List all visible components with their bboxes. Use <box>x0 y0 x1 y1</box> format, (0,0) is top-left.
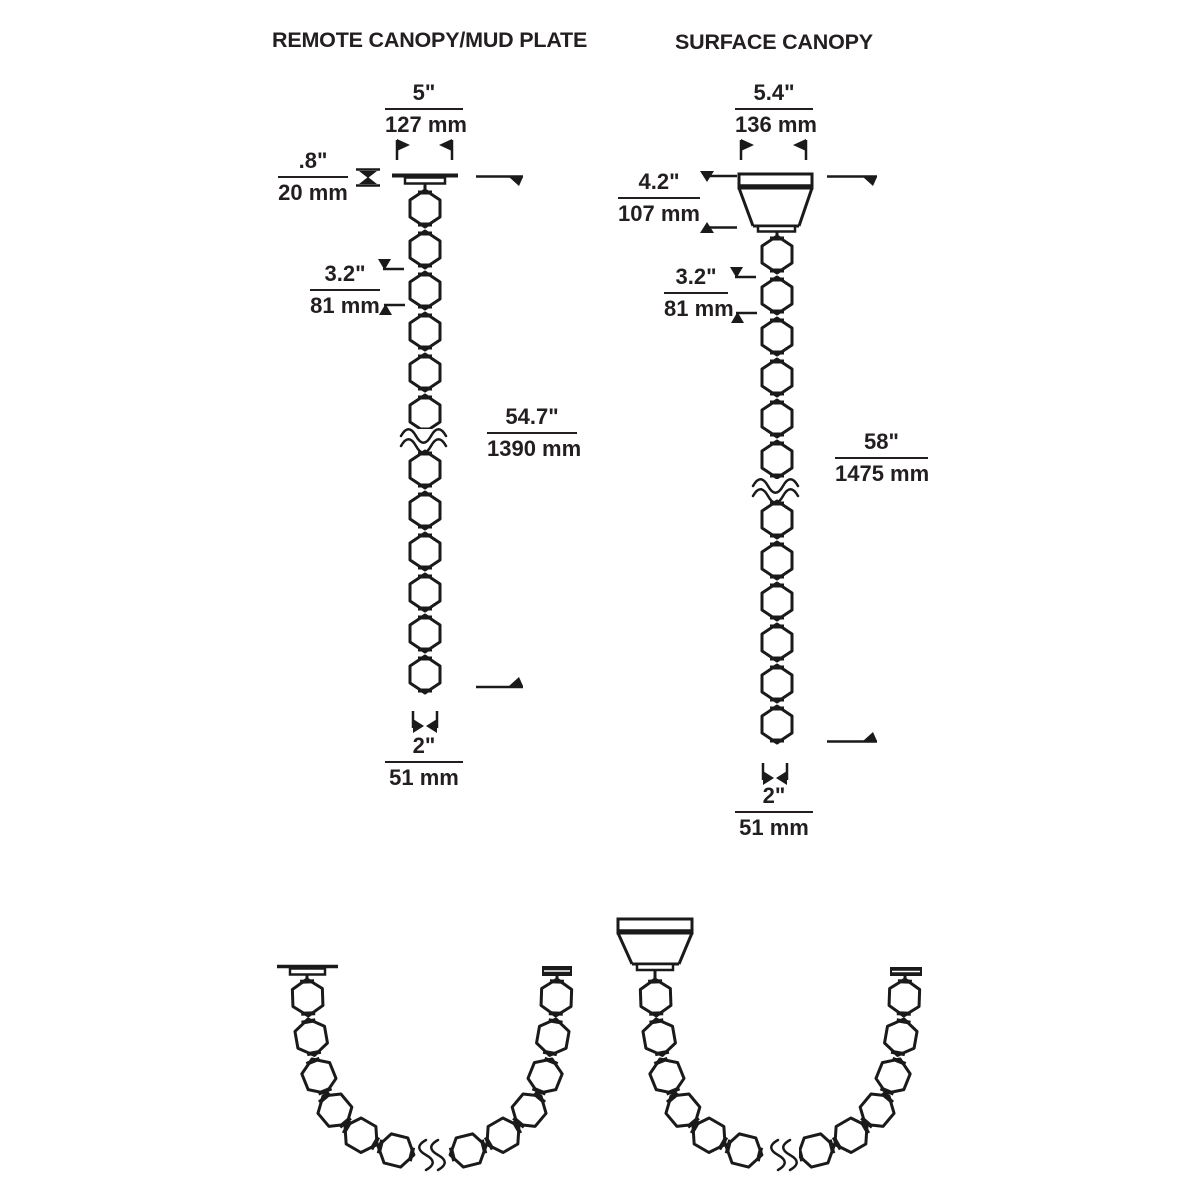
dim-metric: 1390 mm <box>487 436 582 461</box>
chain-link <box>526 1056 564 1096</box>
chain-link <box>483 1116 523 1154</box>
dim-remote-overall: 54.7" 1390 mm <box>487 406 582 461</box>
dimension-markers-right <box>700 139 877 785</box>
chain-link <box>760 581 794 622</box>
dim-surface-link: 3.2" 81 mm <box>664 266 734 321</box>
chain-link <box>408 393 442 434</box>
mud-plate-canopy <box>392 173 458 191</box>
chain-link <box>535 1017 571 1057</box>
title-surface-canopy: SURFACE CANOPY <box>675 30 873 54</box>
dim-metric: 81 mm <box>310 293 380 318</box>
chain-link <box>448 1132 488 1169</box>
dim-inches: 4.2" <box>618 171 700 199</box>
chain-link <box>293 1017 329 1057</box>
chain-links-layer <box>290 188 922 1169</box>
dim-metric: 136 mm <box>735 112 817 137</box>
chain-link <box>689 1116 729 1154</box>
chain-link <box>760 316 794 357</box>
surface-canopy <box>737 172 814 238</box>
chain-link <box>638 977 673 1018</box>
chain-link <box>760 704 794 745</box>
chain-link <box>376 1132 416 1169</box>
dim-inches: 2" <box>385 735 463 763</box>
chain-link <box>408 572 442 613</box>
dim-surface-overall: 58" 1475 mm <box>835 431 930 486</box>
chain-link <box>641 1017 677 1057</box>
chain-link <box>760 663 794 704</box>
dim-inches: 54.7" <box>487 406 577 434</box>
dim-metric: 20 mm <box>278 180 348 205</box>
chain-link <box>341 1116 381 1154</box>
chain-link <box>648 1056 686 1096</box>
dim-metric: 127 mm <box>385 112 467 137</box>
break-marks <box>399 428 803 1175</box>
chain-link <box>408 270 442 311</box>
dim-metric: 107 mm <box>618 201 700 226</box>
dim-surface-bottom-width: 2" 51 mm <box>735 785 813 839</box>
chain-link <box>883 1017 919 1057</box>
dim-surface-top-width: 5.4" 136 mm <box>735 82 817 137</box>
dim-inches: 5.4" <box>735 82 813 110</box>
chain-link <box>760 398 794 439</box>
dim-remote-plate-thickness: .8" 20 mm <box>278 150 348 204</box>
chain-link <box>408 352 442 393</box>
swag-left-end-connector <box>542 966 572 980</box>
chain-link <box>760 275 794 316</box>
chain-link <box>760 234 794 275</box>
chain-link <box>831 1116 871 1154</box>
dim-metric: 1475 mm <box>835 461 930 486</box>
dim-remote-top-width: 5" 127 mm <box>385 82 467 137</box>
chain-link <box>408 490 442 531</box>
chain-link <box>408 613 442 654</box>
dim-metric: 51 mm <box>739 815 809 840</box>
chain-link <box>760 499 794 540</box>
chain-link <box>539 977 574 1018</box>
chain-link <box>724 1132 764 1169</box>
chain-link <box>796 1132 836 1169</box>
chain-link <box>887 977 922 1018</box>
chain-link <box>408 229 442 270</box>
swag-left-mud-plate <box>277 964 338 980</box>
dimension-markers-left <box>356 139 523 733</box>
dim-inches: 5" <box>385 82 463 110</box>
chain-link <box>408 188 442 229</box>
dim-metric: 51 mm <box>389 765 459 790</box>
dim-inches: 2" <box>735 785 813 813</box>
chain-link <box>760 622 794 663</box>
chain-link <box>408 311 442 352</box>
dim-metric: 81 mm <box>664 296 734 321</box>
chain-link <box>408 654 442 695</box>
chain-link <box>760 540 794 581</box>
dim-inches: 3.2" <box>310 263 380 291</box>
swag-right-surface-canopy <box>616 917 694 980</box>
chain-link <box>408 531 442 572</box>
chain-link <box>874 1056 912 1096</box>
dim-remote-bottom-width: 2" 51 mm <box>385 735 463 789</box>
dim-inches: 3.2" <box>664 266 728 294</box>
dim-surface-canopy-height: 4.2" 107 mm <box>618 171 700 225</box>
dim-inches: .8" <box>278 150 348 178</box>
dim-remote-link: 3.2" 81 mm <box>310 263 380 317</box>
chain-link <box>300 1056 338 1096</box>
chain-link <box>760 439 794 480</box>
dim-inches: 58" <box>835 431 928 459</box>
chain-link <box>290 977 325 1018</box>
title-remote-canopy: REMOTE CANOPY/MUD PLATE <box>272 28 588 52</box>
chain-link <box>760 357 794 398</box>
swag-right-end-connector <box>890 967 922 980</box>
chain-link <box>408 449 442 490</box>
